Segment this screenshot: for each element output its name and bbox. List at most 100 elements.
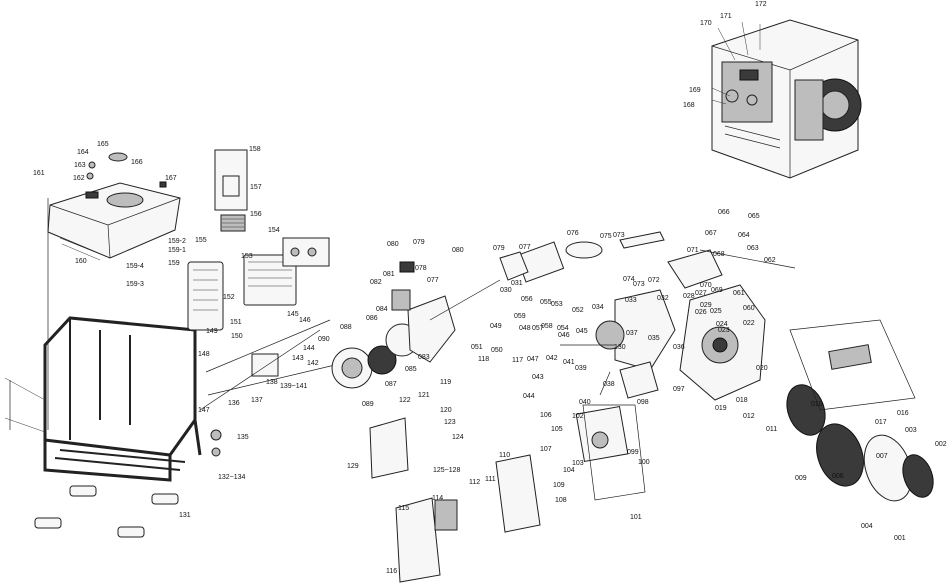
label-130: 130 bbox=[614, 344, 626, 351]
label-161: 161 bbox=[33, 170, 45, 177]
label-079a: 079 bbox=[413, 239, 425, 246]
label-163: 163 bbox=[74, 162, 86, 169]
label-115: 115 bbox=[398, 505, 409, 512]
label-125-128: 125~128 bbox=[433, 467, 461, 474]
label-159-1: 159-1 bbox=[168, 247, 186, 254]
label-117: 117 bbox=[512, 357, 523, 364]
label-025: 025 bbox=[710, 308, 722, 315]
label-160: 160 bbox=[75, 258, 87, 265]
label-098: 098 bbox=[637, 399, 649, 406]
label-162: 162 bbox=[73, 175, 85, 182]
label-006: 006 bbox=[832, 473, 844, 480]
label-047: 047 bbox=[527, 356, 539, 363]
label-132-134: 132~134 bbox=[218, 474, 246, 481]
label-154: 154 bbox=[268, 227, 280, 234]
label-104: 104 bbox=[563, 467, 575, 474]
label-052: 052 bbox=[572, 307, 584, 314]
label-010: 010 bbox=[811, 401, 823, 408]
label-034: 034 bbox=[592, 304, 604, 311]
label-171: 171 bbox=[720, 13, 732, 20]
label-147: 147 bbox=[198, 407, 210, 414]
label-009: 009 bbox=[795, 475, 807, 482]
label-058: 058 bbox=[541, 323, 553, 330]
label-041: 041 bbox=[563, 359, 575, 366]
label-071: 071 bbox=[687, 247, 699, 254]
label-109: 109 bbox=[553, 482, 565, 489]
label-088: 088 bbox=[340, 324, 352, 331]
label-135: 135 bbox=[237, 434, 249, 441]
label-159-2: 159-2 bbox=[168, 238, 186, 245]
label-032: 032 bbox=[657, 295, 669, 302]
label-121: 121 bbox=[418, 392, 430, 399]
label-059: 059 bbox=[514, 313, 526, 320]
label-080b: 080 bbox=[452, 247, 464, 254]
label-079b: 079 bbox=[493, 245, 505, 252]
assembled-generator bbox=[711, 19, 862, 179]
label-045: 045 bbox=[576, 328, 588, 335]
label-123: 123 bbox=[444, 419, 456, 426]
label-100: 100 bbox=[638, 459, 650, 466]
label-081: 081 bbox=[383, 271, 395, 278]
label-018: 018 bbox=[736, 397, 748, 404]
label-089: 089 bbox=[362, 401, 374, 408]
label-153: 153 bbox=[241, 253, 253, 260]
label-048: 048 bbox=[519, 325, 531, 332]
label-168: 168 bbox=[683, 102, 695, 109]
alternator-parts bbox=[786, 319, 934, 502]
callout-labels: 001 002 003 004 006 007 009 010 011 012 … bbox=[33, 1, 947, 575]
label-169: 169 bbox=[689, 87, 701, 94]
label-080a: 080 bbox=[387, 241, 399, 248]
label-003: 003 bbox=[905, 427, 917, 434]
label-077a: 077 bbox=[519, 244, 531, 251]
carburetor-air-filter bbox=[369, 404, 646, 583]
label-131: 131 bbox=[179, 512, 191, 519]
label-116: 116 bbox=[386, 568, 397, 575]
label-086: 086 bbox=[366, 315, 378, 322]
label-019: 019 bbox=[715, 405, 727, 412]
label-023: 023 bbox=[718, 327, 730, 334]
label-111: 111 bbox=[485, 476, 496, 483]
label-042: 042 bbox=[546, 355, 558, 362]
label-017: 017 bbox=[875, 419, 887, 426]
label-110: 110 bbox=[499, 452, 510, 459]
label-078: 078 bbox=[415, 265, 427, 272]
label-046: 046 bbox=[558, 332, 570, 339]
label-004: 004 bbox=[861, 523, 873, 530]
label-027: 027 bbox=[695, 290, 707, 297]
label-066: 066 bbox=[718, 209, 730, 216]
label-118: 118 bbox=[478, 356, 489, 363]
label-139-141: 139~141 bbox=[280, 383, 308, 390]
label-122: 122 bbox=[399, 397, 411, 404]
label-075: 075 bbox=[600, 233, 612, 240]
label-037: 037 bbox=[626, 330, 638, 337]
label-172: 172 bbox=[755, 1, 767, 8]
label-033: 033 bbox=[625, 297, 637, 304]
label-036: 036 bbox=[673, 344, 685, 351]
label-164: 164 bbox=[77, 149, 89, 156]
label-170: 170 bbox=[700, 20, 712, 27]
label-083: 083 bbox=[418, 354, 430, 361]
label-150: 150 bbox=[231, 333, 243, 340]
label-119: 119 bbox=[440, 379, 451, 386]
label-020: 020 bbox=[756, 365, 768, 372]
label-028: 028 bbox=[683, 293, 695, 300]
label-082: 082 bbox=[370, 279, 382, 286]
label-040: 040 bbox=[579, 399, 591, 406]
label-050: 050 bbox=[491, 347, 503, 354]
label-155: 155 bbox=[195, 237, 207, 244]
label-063: 063 bbox=[747, 245, 759, 252]
label-106: 106 bbox=[540, 412, 552, 419]
label-102: 102 bbox=[572, 413, 584, 420]
label-062: 062 bbox=[764, 257, 776, 264]
label-120: 120 bbox=[440, 407, 452, 414]
label-145: 145 bbox=[287, 311, 299, 318]
label-064: 064 bbox=[738, 232, 750, 239]
label-077b: 077 bbox=[427, 277, 439, 284]
label-031: 031 bbox=[511, 280, 523, 287]
label-076: 076 bbox=[567, 230, 579, 237]
label-156: 156 bbox=[250, 211, 262, 218]
label-038: 038 bbox=[603, 381, 615, 388]
control-panel-parts bbox=[187, 149, 336, 411]
label-072: 072 bbox=[648, 277, 660, 284]
label-143: 143 bbox=[292, 355, 304, 362]
